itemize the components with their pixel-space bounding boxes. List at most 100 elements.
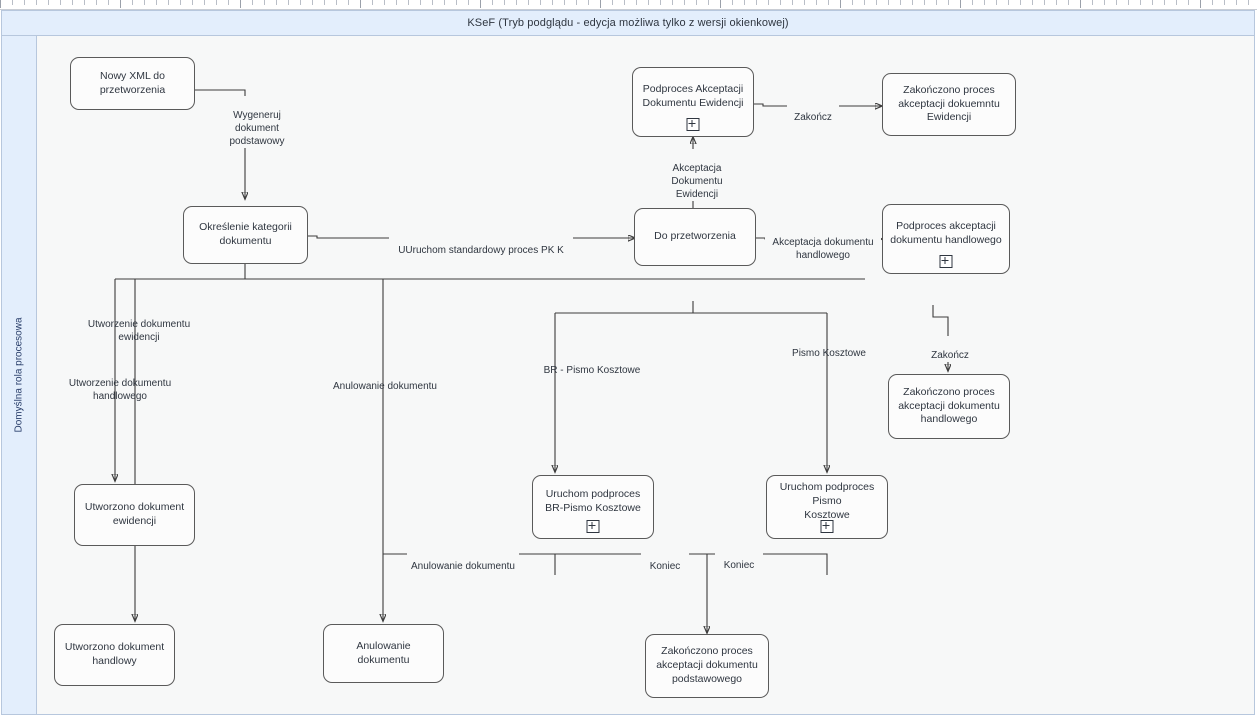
ruler-tick <box>540 0 541 5</box>
ruler-tick <box>840 0 841 8</box>
ruler-tick <box>1104 0 1105 5</box>
ruler-tick <box>300 0 301 5</box>
page-title: KSeF (Tryb podglądu - edycja możliwa tyl… <box>467 17 789 29</box>
edge-label-anulowanie-top: Anulowanie dokumentu <box>327 367 443 393</box>
ruler-tick <box>324 0 325 5</box>
edge-label-br-pismo-kosztowe: BR - Pismo Kosztowe <box>525 351 659 377</box>
edge-label-text: Akceptacja dokumentu handlowego <box>772 237 874 261</box>
ruler-tick <box>1140 0 1141 5</box>
ruler-tick <box>876 0 877 5</box>
ruler-tick <box>828 0 829 5</box>
node-utworzono-dokument-handlowy[interactable]: Utworzono dokument handlowy <box>54 624 175 686</box>
node-nowy-xml[interactable]: Nowy XML do przetworzenia <box>70 57 195 110</box>
ruler-tick <box>48 0 49 5</box>
ruler-tick <box>132 0 133 5</box>
ruler-tick <box>12 0 13 5</box>
node-zakonczono-ewidencji[interactable]: Zakończono proces akceptacji dokuemntu E… <box>882 73 1016 136</box>
ruler-tick <box>180 0 181 5</box>
ruler-tick <box>60 0 61 5</box>
ruler-tick <box>1248 0 1249 5</box>
ruler-tick <box>492 0 493 5</box>
edge-label-text: Wygeneruj dokument podstawowy <box>229 110 285 147</box>
ruler-tick <box>252 0 253 5</box>
ruler-tick <box>864 0 865 5</box>
node-podproces-akceptacji-ewidencji[interactable]: Podproces Akceptacji Dokumentu Ewidencji <box>632 67 754 137</box>
edge-label-text: Pismo Kosztowe <box>792 348 866 359</box>
ruler-tick <box>360 0 361 8</box>
ruler-tick <box>960 0 961 8</box>
edge-label-utworzenie-handlowego: Utworzenie dokumentu handlowego <box>61 364 179 403</box>
ruler-tick <box>1152 0 1153 5</box>
node-uruchom-podproces-br-pismo-kosztowe[interactable]: Uruchom podproces BR-Pismo Kosztowe <box>532 475 654 539</box>
edge-label-text: Utworzenie dokumentu handlowego <box>68 378 172 402</box>
node-anulowanie-dokumentu[interactable]: Anulowanie dokumentu <box>323 624 444 683</box>
node-do-przetworzenia[interactable]: Do przetworzenia <box>634 208 756 266</box>
lane-label: Domyślna rola procesowa <box>1 36 37 715</box>
ruler-tick <box>156 0 157 5</box>
node-zakonczono-handlowego[interactable]: Zakończono proces akceptacji dokumentu h… <box>888 374 1010 439</box>
ruler-tick <box>924 0 925 5</box>
node-label: Nowy XML do przetworzenia <box>99 69 166 96</box>
ruler-tick <box>336 0 337 5</box>
edge-label-pismo-kosztowe: Pismo Kosztowe <box>770 334 888 360</box>
ruler-tick <box>1116 0 1117 5</box>
ruler-tick <box>72 0 73 5</box>
edge-label-akceptacja-ewidencji: Akceptacja Dokumentu Ewidencji <box>659 149 735 201</box>
diagram-canvas[interactable]: Nowy XML do przetworzenia Określenie kat… <box>37 36 1255 715</box>
edge-label-utworzenie-ewidencji: Utworzenie dokumentu ewidencji <box>81 305 197 344</box>
edge-wygeneruj <box>195 89 245 199</box>
expand-subprocess-icon[interactable] <box>586 520 600 533</box>
expand-subprocess-icon[interactable] <box>939 255 953 268</box>
ruler-tick <box>1032 0 1033 5</box>
ruler-tick <box>468 0 469 5</box>
node-label: Podproces Akceptacji Dokumentu Ewidencji <box>642 83 744 109</box>
ruler-tick <box>912 0 913 5</box>
expand-subprocess-icon[interactable] <box>820 520 834 533</box>
node-okreslenie-kategorii[interactable]: Określenie kategorii dokumentu <box>183 206 308 264</box>
ruler-tick <box>708 0 709 5</box>
node-podproces-akceptacji-handlowego[interactable]: Podproces akceptacji dokumentu handloweg… <box>882 204 1010 274</box>
node-label: Zakończono proces akceptacji dokuemntu E… <box>898 83 1000 124</box>
edge-label-koniec-right: Koniec <box>715 546 763 572</box>
ruler-tick <box>276 0 277 5</box>
ruler-tick <box>720 0 721 8</box>
ruler-tick <box>1188 0 1189 5</box>
ruler-tick <box>1020 0 1021 5</box>
edge-label-text: UUruchom standardowy proces PK K <box>398 245 564 256</box>
ruler-tick <box>120 0 121 8</box>
ruler-tick <box>456 0 457 5</box>
node-utworzono-dokument-ewidencji[interactable]: Utworzono dokument ewidencji <box>74 484 195 546</box>
ruler-tick <box>528 0 529 5</box>
edge-label-text: Zakończ <box>931 350 969 361</box>
ruler-tick <box>936 0 937 5</box>
ruler-tick <box>624 0 625 5</box>
edge-label-text: Utworzenie dokumentu ewidencji <box>87 319 191 343</box>
node-label: Zakończono proces akceptacji dokumentu h… <box>898 385 1000 426</box>
ruler-tick <box>84 0 85 5</box>
node-label: Uruchom podproces Pismo Kosztowe <box>779 481 875 521</box>
ruler-tick <box>192 0 193 5</box>
ruler-tick <box>228 0 229 5</box>
ruler-tick <box>552 0 553 5</box>
ruler-tick <box>1236 0 1237 5</box>
ruler-tick <box>1008 0 1009 5</box>
node-uruchom-podproces-pismo-kosztowe[interactable]: Uruchom podproces Pismo Kosztowe <box>766 475 888 539</box>
node-label: Do przetworzenia <box>654 230 736 243</box>
ruler-tick <box>372 0 373 5</box>
ruler-tick <box>804 0 805 5</box>
ruler-tick <box>684 0 685 5</box>
ruler-tick <box>1080 0 1081 8</box>
ruler-tick <box>288 0 289 5</box>
expand-subprocess-icon[interactable] <box>686 118 700 131</box>
lane-label-text: Domyślna rola procesowa <box>13 317 25 433</box>
ruler-tick <box>144 0 145 5</box>
pool-header: KSeF (Tryb podglądu - edycja możliwa tyl… <box>1 10 1255 36</box>
ruler-tick <box>444 0 445 5</box>
ruler-tick <box>1068 0 1069 5</box>
ruler-tick <box>948 0 949 5</box>
node-label: Uruchom podproces BR-Pismo Kosztowe <box>545 488 641 514</box>
ruler-tick <box>516 0 517 5</box>
ruler-tick <box>1128 0 1129 5</box>
node-zakonczono-podstawowego[interactable]: Zakończono proces akceptacji dokumentu p… <box>645 634 769 698</box>
